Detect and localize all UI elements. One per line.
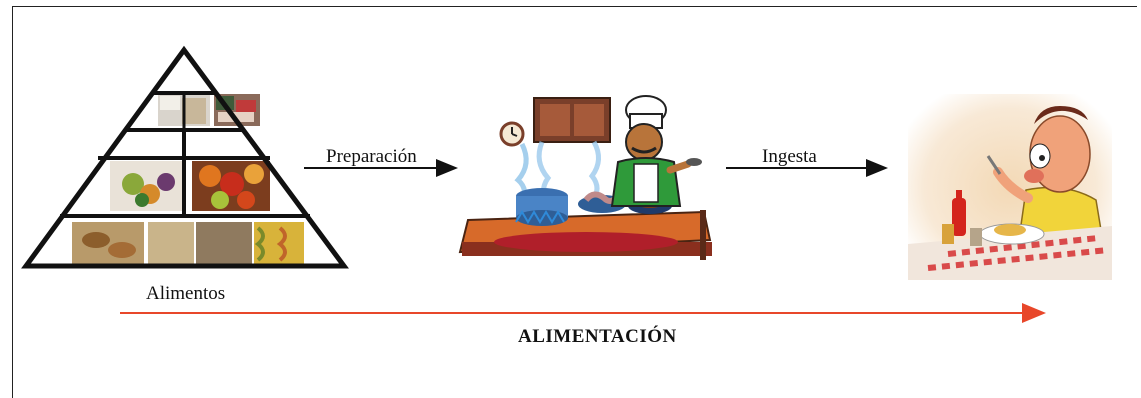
chef-cooking-icon — [458, 95, 712, 260]
alimentacion-arrow — [120, 303, 1046, 323]
food-pyramid-icon — [21, 45, 349, 269]
diagram-frame — [12, 6, 1137, 398]
preparacion-label: Preparación — [326, 146, 417, 167]
alimentos-label: Alimentos — [146, 283, 226, 304]
preparacion-arrow — [304, 159, 458, 177]
man-eating-icon — [908, 94, 1112, 280]
ingesta-arrow — [726, 159, 888, 177]
ingesta-label: Ingesta — [762, 146, 817, 167]
alimentacion-label: ALIMENTACIÓN — [518, 326, 677, 347]
